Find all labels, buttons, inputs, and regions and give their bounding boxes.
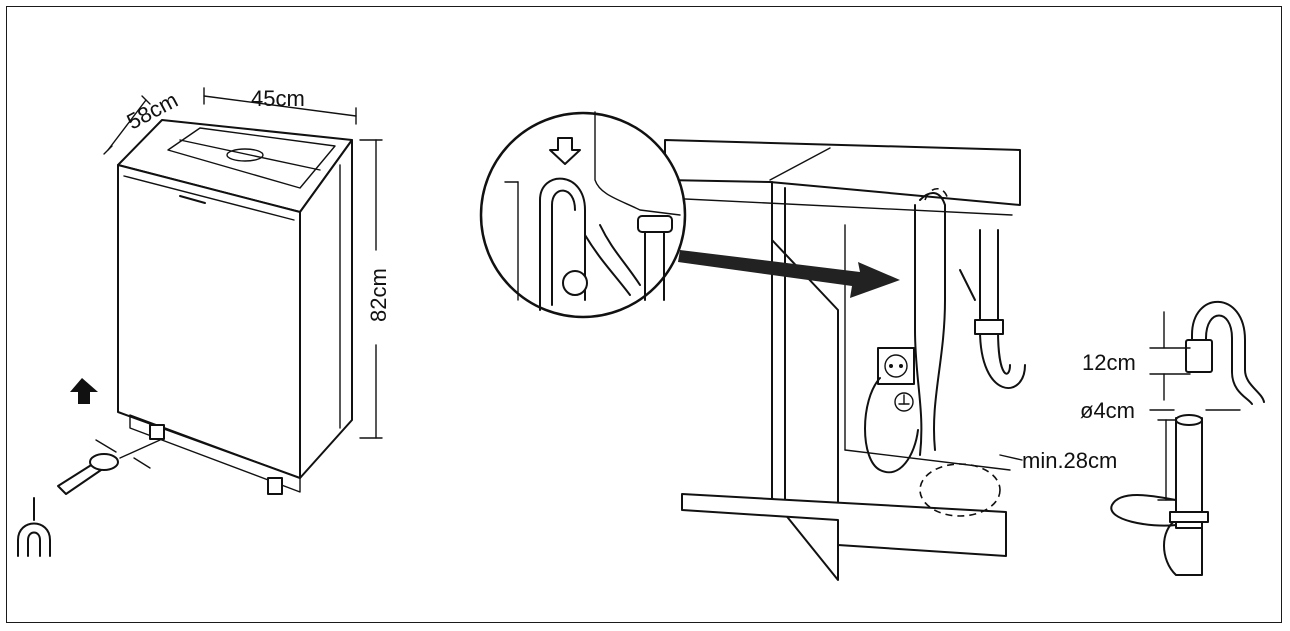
height-label: 82cm <box>366 268 391 322</box>
hose-height-dimension <box>1149 311 1191 401</box>
sink-interior <box>844 224 1011 471</box>
detail-magnifier <box>479 111 687 319</box>
cabinet-door <box>681 181 1007 581</box>
height-dimension <box>359 139 383 439</box>
siphon-icon <box>959 229 1026 389</box>
min-height-dimension <box>999 419 1177 501</box>
diameter-label: ø4cm <box>1080 398 1135 423</box>
drain-hose <box>919 192 946 451</box>
power-socket-icon <box>884 354 914 412</box>
min-height-label: min.28cm <box>1022 448 1117 473</box>
hose-height-label: 12cm <box>1082 350 1136 375</box>
up-arrow-icon <box>70 378 98 404</box>
standpipe-detail <box>1110 414 1209 576</box>
counter-top <box>664 139 1021 216</box>
down-arrow-icon <box>549 137 581 165</box>
diagram-frame <box>6 6 1282 623</box>
adjustment-wrench <box>57 439 161 495</box>
hose-hook-icon <box>17 497 51 557</box>
dishwasher-icon <box>117 119 353 495</box>
width-label: 45cm <box>251 86 305 111</box>
connection-arrow <box>678 250 900 298</box>
power-cord <box>864 377 919 474</box>
drain-hose-detail <box>1185 300 1265 405</box>
depth-dimension <box>103 95 151 155</box>
hose-coil-outline <box>919 463 1001 517</box>
width-dimension <box>203 87 357 125</box>
inlet-hose <box>914 204 923 456</box>
hose-top-outline <box>924 187 949 201</box>
